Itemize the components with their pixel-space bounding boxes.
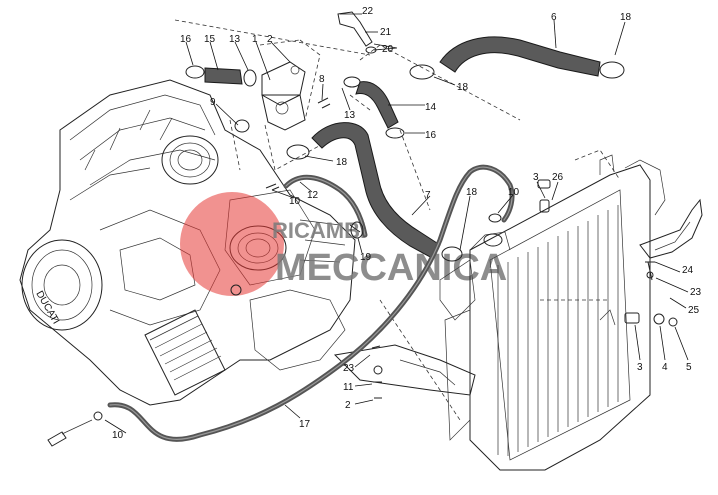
part-number-22: 22 (362, 6, 374, 17)
part-number-8: 8 (319, 74, 325, 85)
part-number-13-mid: 13 (344, 110, 356, 121)
hose-14 (355, 81, 399, 129)
part-number-18-top: 18 (620, 12, 632, 23)
part-number-24: 24 (682, 265, 694, 276)
part-number-11: 11 (343, 382, 354, 393)
part-number-16-left: 16 (180, 34, 192, 45)
part-number-20: 20 (382, 44, 394, 55)
part-number-23-lower: 23 (343, 363, 355, 374)
watermark-line1: RICAMBI (272, 218, 366, 243)
part-number-23-right: 23 (690, 287, 702, 298)
part-number-18-center: 18 (336, 157, 348, 168)
hose-clamps (185, 61, 625, 262)
part-number-17: 17 (299, 419, 311, 430)
part-number-14: 14 (425, 102, 437, 113)
watermark-line2: MECCANICA (275, 247, 507, 289)
oil-cooler (144, 309, 226, 396)
part-number-9: 9 (210, 97, 216, 108)
temperature-sensor (337, 11, 377, 54)
thermostat-housing (261, 61, 306, 131)
part-number-2-top: 2 (267, 34, 273, 45)
fasteners (47, 97, 678, 447)
leader-lines (104, 13, 689, 434)
part-numbers: 22 21 20 6 18 16 15 13 1 2 8 18 14 13 16… (112, 6, 702, 441)
part-number-7: 7 (425, 190, 431, 201)
lower-bracket (333, 344, 476, 396)
part-number-12: 12 (307, 190, 319, 201)
part-number-25: 25 (688, 305, 700, 316)
part-number-26: 26 (552, 172, 564, 183)
watermark-disc (180, 192, 284, 296)
part-number-18-right: 18 (466, 187, 478, 198)
hose-6 (439, 36, 601, 77)
part-number-21: 21 (380, 27, 392, 38)
part-number-18-mid: 18 (457, 82, 469, 93)
watermark: RICAMBI MECCANICA (180, 192, 507, 296)
part-number-6: 6 (551, 12, 557, 23)
part-number-1: 1 (252, 34, 258, 45)
part-number-5: 5 (686, 362, 692, 373)
part-number-10-left: 10 (112, 430, 124, 441)
side-bracket (639, 198, 703, 259)
part-number-15: 15 (204, 34, 216, 45)
part-number-3-bottom: 3 (637, 362, 643, 373)
part-number-3-top: 3 (533, 172, 539, 183)
part-number-19: 19 (360, 252, 372, 263)
part-number-13-top: 13 (229, 34, 241, 45)
hose-15 (204, 67, 243, 85)
part-number-10-center: 10 (289, 196, 301, 207)
part-number-16-right: 16 (425, 130, 437, 141)
part-number-4: 4 (662, 362, 668, 373)
part-number-2-lower: 2 (345, 400, 351, 411)
part-number-10-right: 10 (508, 187, 520, 198)
radiator (439, 154, 666, 471)
